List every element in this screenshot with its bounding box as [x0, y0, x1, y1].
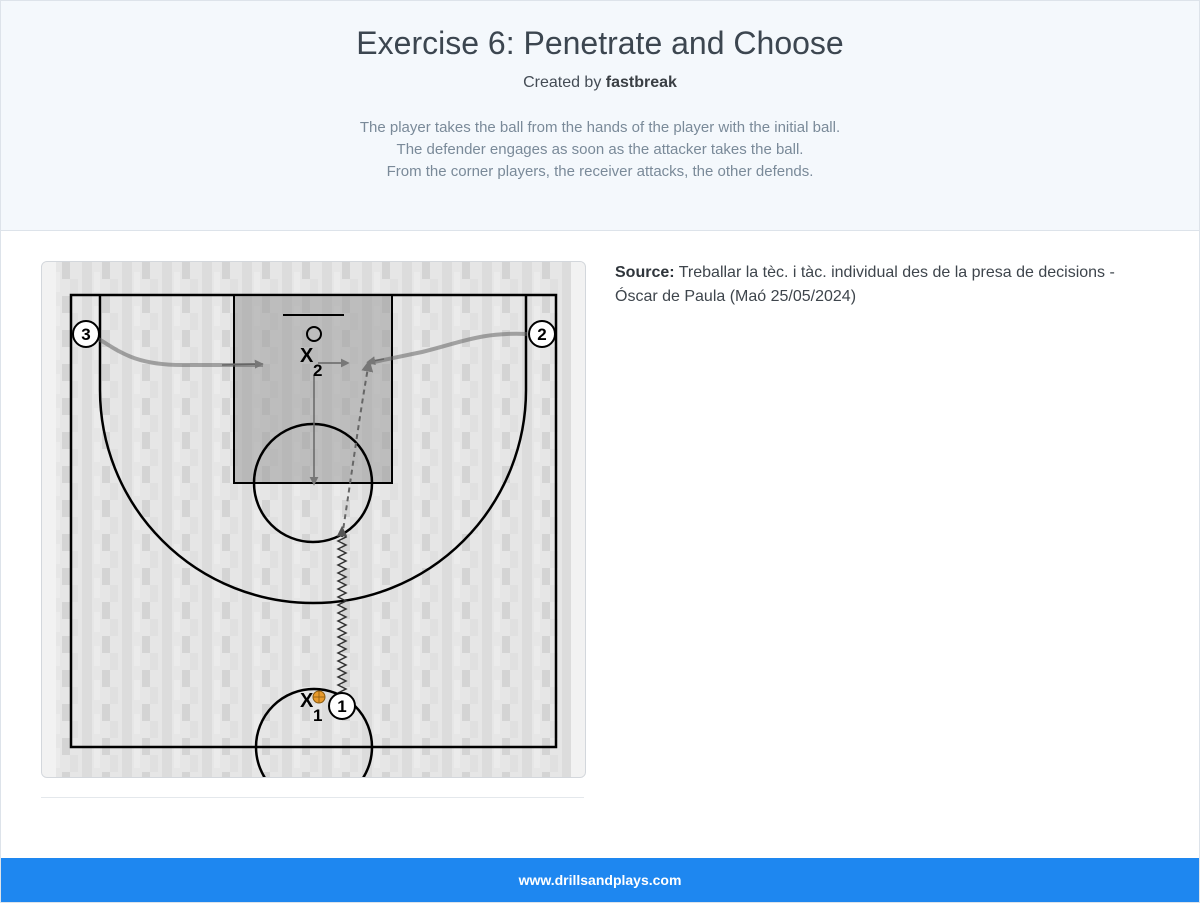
svg-text:3: 3	[81, 325, 90, 344]
svg-text:1: 1	[337, 697, 346, 716]
rim	[306, 326, 322, 342]
source-block: Source: Treballar la tèc. i tàc. individ…	[615, 261, 1135, 309]
player-2[interactable]: 2	[528, 320, 556, 348]
defender-2[interactable]: X 2	[300, 345, 322, 380]
key-area	[233, 294, 393, 484]
svg-text:2: 2	[313, 361, 322, 380]
author-link[interactable]: fastbreak	[605, 74, 677, 91]
svg-text:1: 1	[313, 706, 322, 725]
description-line: The player takes the ball from the hands…	[359, 119, 841, 136]
diagram-divider	[41, 797, 584, 798]
three-point-line	[98, 295, 528, 605]
footer-site-link[interactable]: www.drillsandplays.com	[518, 872, 682, 888]
defender-1[interactable]: X 1	[300, 690, 322, 725]
source-label: Source:	[615, 264, 675, 281]
footer: www.drillsandplays.com	[1, 858, 1199, 902]
ball-icon	[312, 690, 326, 704]
author-line: Created by fastbreak	[1, 74, 1199, 92]
court-svg: 3 2 X 2 X 1	[42, 262, 585, 777]
free-throw-circle	[252, 422, 374, 544]
court-diagram[interactable]: 3 2 X 2 X 1	[41, 261, 586, 778]
player-1[interactable]: 1	[328, 692, 356, 720]
center-circle	[254, 687, 374, 777]
dribble-path	[336, 532, 348, 698]
player2-cut-path	[368, 331, 528, 365]
svg-text:X: X	[300, 345, 314, 367]
player-3[interactable]: 3	[72, 320, 100, 348]
svg-text:X: X	[300, 690, 314, 712]
svg-text:2: 2	[537, 325, 546, 344]
exercise-header: Exercise 6: Penetrate and Choose Created…	[1, 1, 1199, 231]
exercise-description: The player takes the ball from the hands…	[1, 117, 1199, 183]
description-line: The defender engages as soon as the atta…	[396, 141, 804, 158]
page-title: Exercise 6: Penetrate and Choose	[356, 25, 844, 61]
pass-line	[341, 359, 374, 538]
source-text: Treballar la tèc. i tàc. individual des …	[615, 264, 1115, 305]
created-by-label: Created by	[523, 74, 602, 91]
description-line: From the corner players, the receiver at…	[386, 163, 814, 180]
